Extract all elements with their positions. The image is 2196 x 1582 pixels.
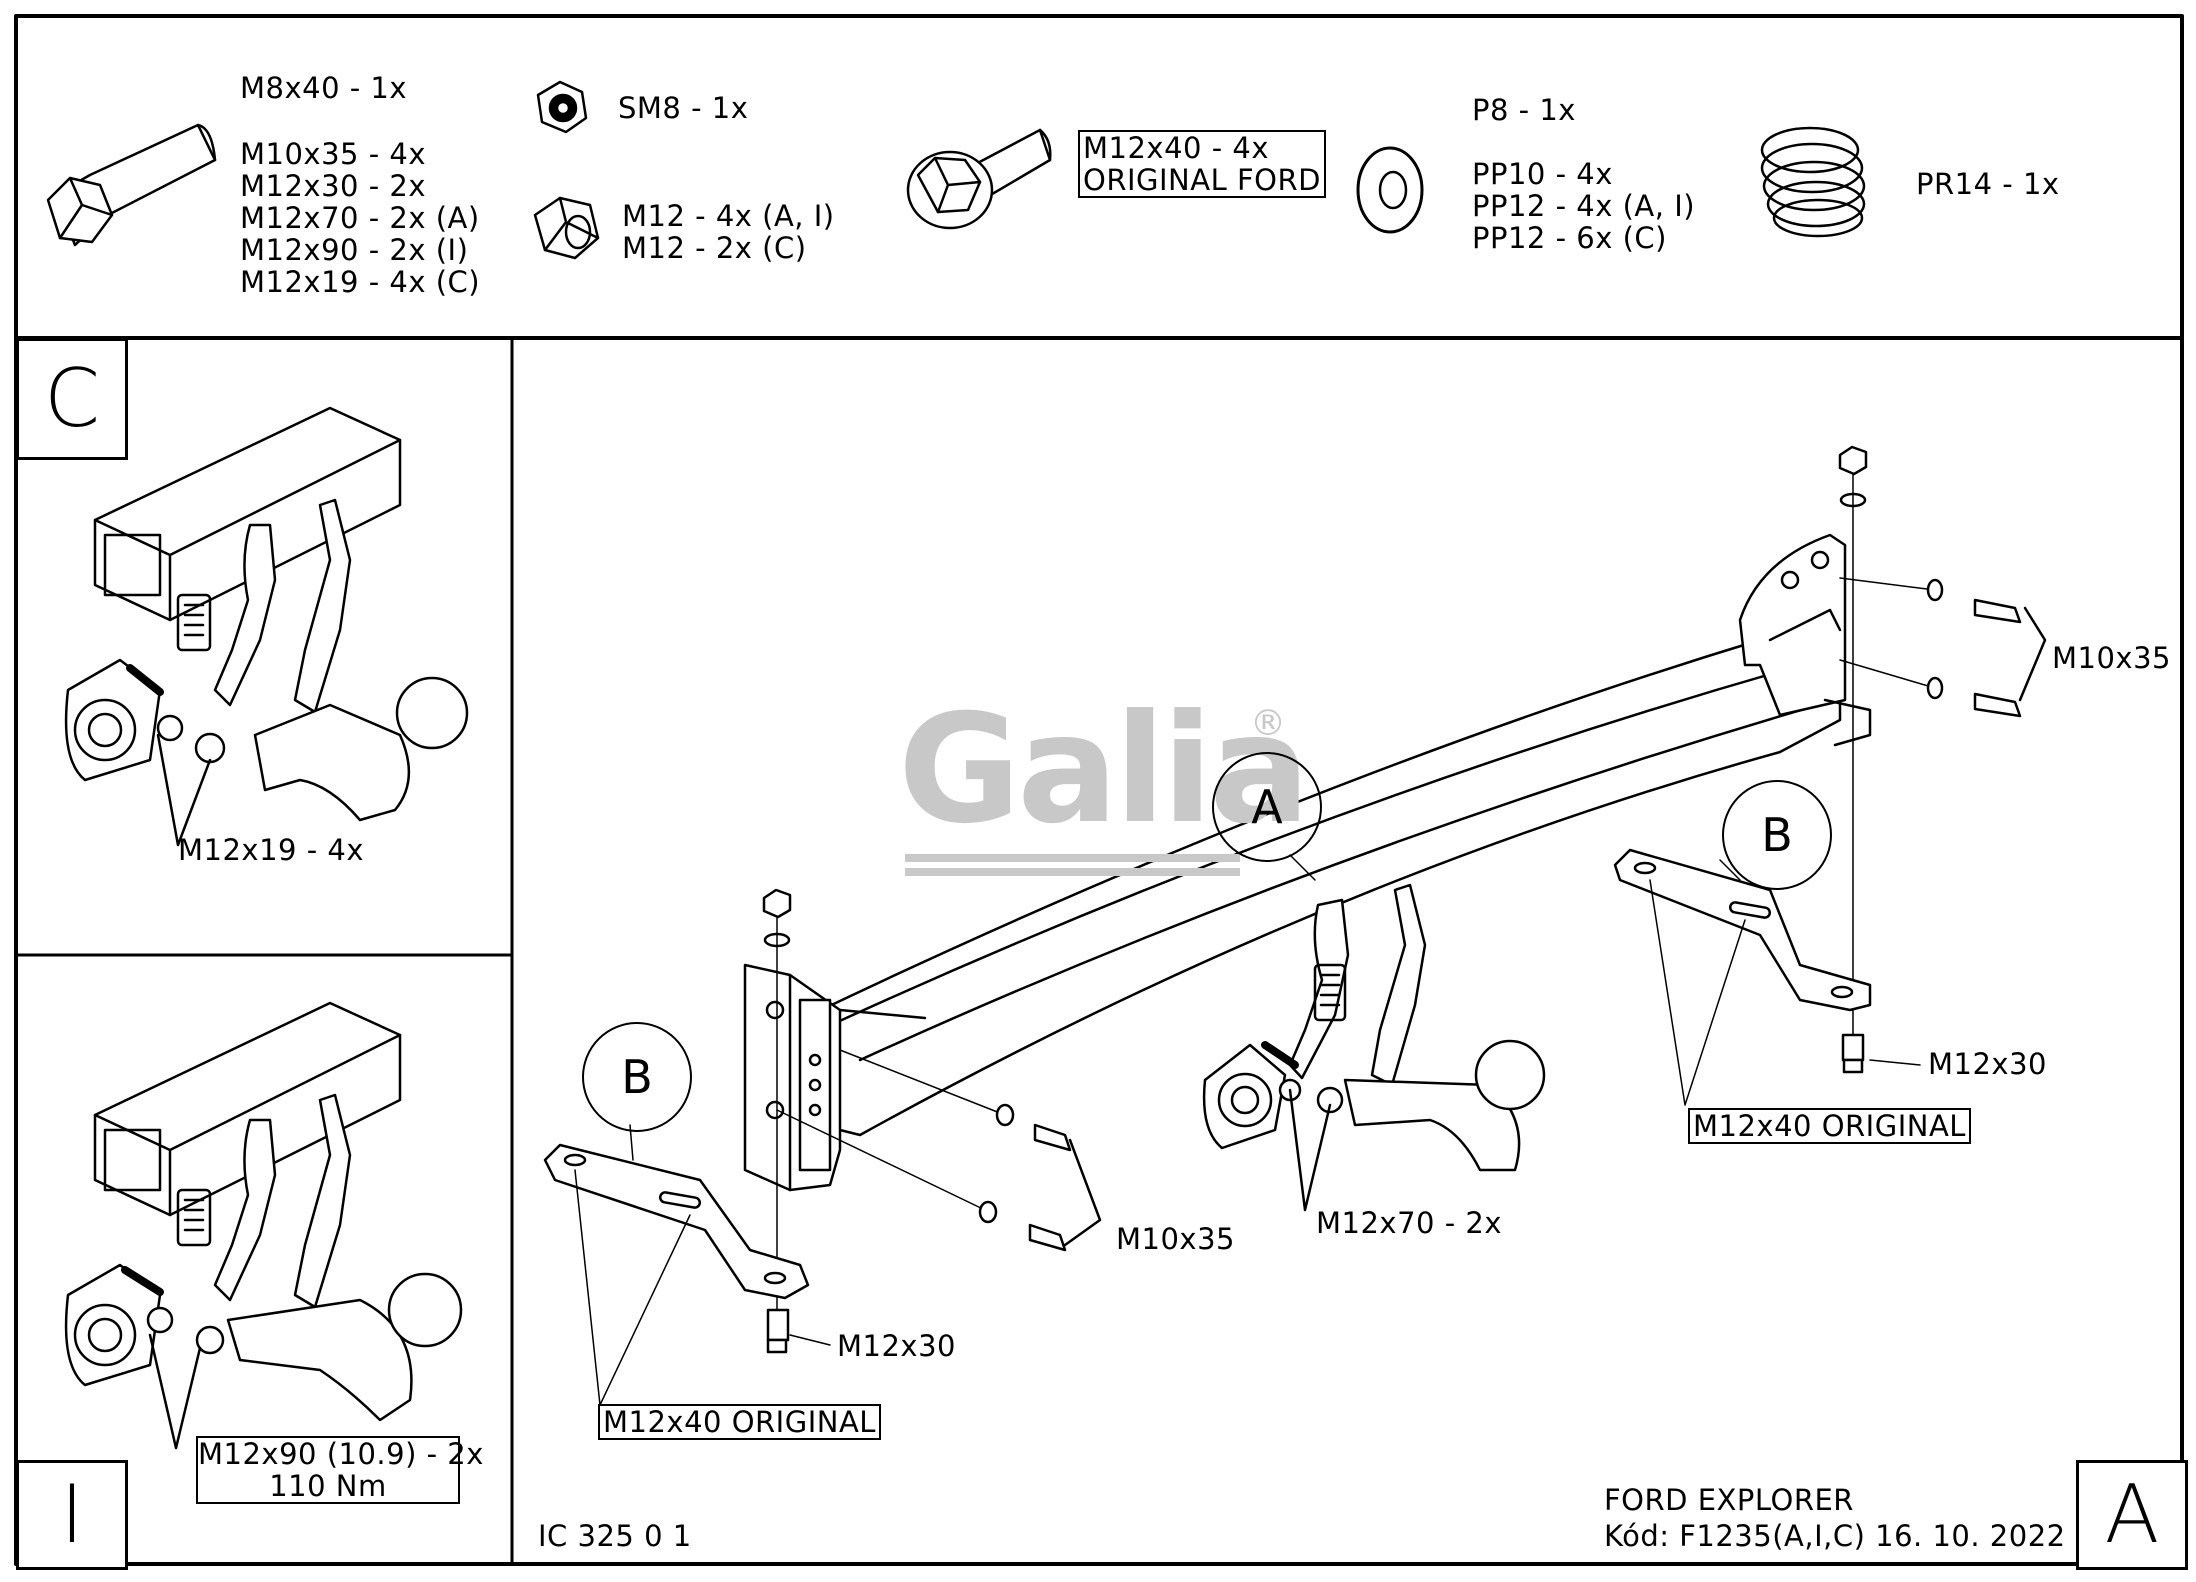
variant-i-torque-box: M12x90 (10.9) - 2x 110 Nm (196, 1436, 484, 1504)
label-m12x30-left: M12x30 (837, 1329, 956, 1363)
washer-item: PP12 - 6x (C) (1472, 221, 1667, 255)
washer-item: PP12 - 4x (A, I) (1472, 189, 1696, 223)
callout-a: A (1212, 752, 1322, 862)
bolt-list: M8x40 - 1x (240, 72, 407, 104)
variant-c-label: M12x19 - 4x (178, 833, 364, 867)
variant-a-letter: A (2104, 1468, 2160, 1561)
callout-a-letter: A (1251, 780, 1283, 834)
label-m10x35-right: M10x35 (2052, 641, 2171, 675)
label-m12x70: M12x70 - 2x (1316, 1206, 1502, 1240)
original-bolt-box: M12x40 - 4x ORIGINAL FORD (1078, 130, 1326, 198)
callout-b-left-letter: B (621, 1050, 653, 1104)
washer-list-group: PP10 - 4x PP12 - 4x (A, I) PP12 - 6x (C) (1472, 158, 1695, 254)
sm8-label: SM8 - 1x (618, 91, 749, 125)
bolt-item: M8x40 - 1x (240, 71, 408, 105)
bolt-item: M12x19 - 4x (C) (240, 265, 481, 299)
washer-item: PP10 - 4x (1472, 157, 1613, 191)
watermark-registered: ® (1250, 703, 1287, 744)
spring-label: PR14 - 1x (1916, 167, 2060, 201)
product-code: Kód: F1235(A,I,C) 16. 10. 2022 (1604, 1519, 2066, 1553)
nut-item: M12 - 2x (C) (622, 231, 807, 265)
hex-nut-icon (533, 196, 600, 260)
variant-i-drawing (64, 1001, 463, 1450)
original-bolt-line: ORIGINAL FORD (1083, 163, 1321, 197)
variant-i-tag: I (16, 1460, 128, 1570)
variant-c-drawing (64, 406, 469, 847)
label-m12x40-right: M12x40 ORIGINAL (1688, 1108, 1971, 1144)
watermark-stripes (905, 854, 1240, 876)
hex-bolt-icon (46, 123, 217, 247)
vehicle-name: FORD EXPLORER (1604, 1483, 1854, 1517)
lock-nut-icon (536, 80, 588, 134)
callout-b-right: B (1722, 780, 1832, 890)
variant-i-torque-line: 110 Nm (269, 1469, 387, 1503)
main-assembly-drawing (543, 445, 2047, 1406)
callout-b-right-letter: B (1761, 808, 1793, 862)
flange-bolt-icon (906, 128, 1052, 230)
washer-list: P8 - 1x (1472, 94, 1576, 126)
washer-item: P8 - 1x (1472, 93, 1576, 127)
variant-c-letter: C (44, 352, 100, 445)
nut-item: M12 - 4x (A, I) (622, 199, 835, 233)
label-m12x40-left: M12x40 ORIGINAL (598, 1404, 881, 1440)
variant-i-bolt-line: M12x90 (10.9) - 2x (198, 1437, 484, 1471)
original-bolt-line: M12x40 - 4x (1083, 131, 1269, 165)
variant-c-tag: C (16, 338, 128, 460)
variant-a-tag: A (2076, 1460, 2188, 1570)
label-m10x35-left: M10x35 (1116, 1222, 1235, 1256)
bolt-list-group: M10x35 - 4x M12x30 - 2x M12x70 - 2x (A) … (240, 138, 480, 298)
bolt-item: M10x35 - 4x (240, 137, 426, 171)
washer-icon (1356, 146, 1424, 234)
variant-i-letter: I (60, 1468, 84, 1561)
callout-b-left: B (582, 1022, 692, 1132)
spring-icon (1760, 126, 1866, 238)
m12-nut-list: M12 - 4x (A, I) M12 - 2x (C) (622, 200, 835, 264)
outer-frame (14, 14, 2184, 1566)
bolt-item: M12x90 - 2x (I) (240, 233, 469, 267)
label-m12x30-right: M12x30 (1928, 1047, 2047, 1081)
bolt-item: M12x70 - 2x (A) (240, 201, 480, 235)
drawing-number: IC 325 0 1 (538, 1519, 692, 1553)
bolt-item: M12x30 - 2x (240, 169, 426, 203)
